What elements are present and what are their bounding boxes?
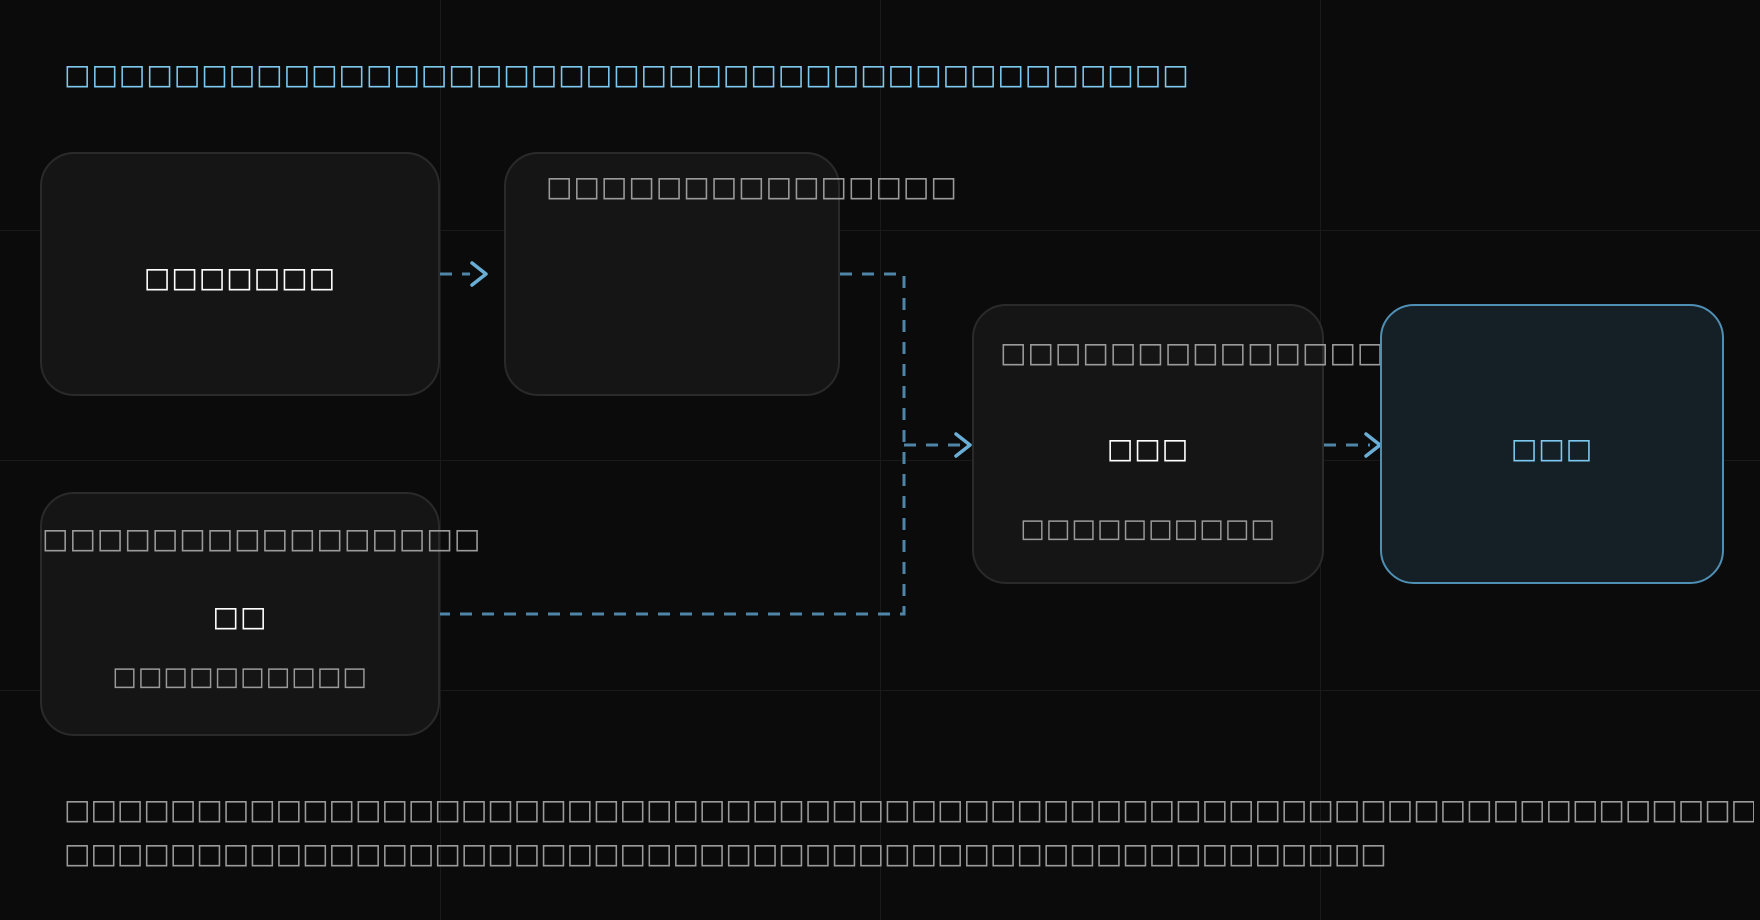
arrowhead-icon — [470, 261, 488, 287]
node-d-label: □□□ — [1106, 432, 1190, 465]
node-a-label: □□□□□□□ — [143, 261, 337, 294]
node-c-heading: □□□□□□□□□□□□□□□□ — [42, 522, 482, 555]
diagram-title: □□□□□□□□□□□□□□□□□□□□□□□□□□□□□□□□□□□□□□□□… — [64, 58, 1190, 91]
node-c[interactable]: □□□□□□□□□□□□□□□□ □□ □□□□□□□□□□ — [40, 492, 482, 736]
grid-line-horizontal — [0, 230, 1760, 231]
caption-line-2: □□□□□□□□□□□□□□□□□□□□□□□□□□□□□□□□□□□□□□□□… — [64, 837, 1387, 870]
connector-b-and-c-merge — [440, 272, 906, 616]
node-b-heading: □□□□□□□□□□□□□□□ — [546, 170, 958, 203]
node-c-label: □□ — [212, 600, 268, 633]
node-b[interactable]: □□□□□□□□□□□□□□□ — [504, 152, 957, 396]
node-c-sublabel: □□□□□□□□□□ — [112, 662, 368, 692]
grid-line-horizontal — [0, 460, 1760, 461]
diagram-caption: □□□□□□□□□□□□□□□□□□□□□□□□□□□□□□□□□□□□□□□□… — [64, 788, 1754, 876]
node-e-label: □□□ — [1510, 432, 1594, 465]
node-d[interactable]: □□□□□□□□□□□□□□□□□□□ □□□ □□□□□□□□□□ — [972, 304, 1521, 584]
arrowhead-icon — [954, 432, 972, 458]
node-d-sublabel: □□□□□□□□□□ — [1020, 514, 1276, 544]
node-a[interactable]: □□□□□□□ — [40, 152, 440, 396]
node-e-output[interactable]: □□□ — [1380, 304, 1724, 584]
caption-line-1: □□□□□□□□□□□□□□□□□□□□□□□□□□□□□□□□□□□□□□□□… — [64, 793, 1754, 826]
grid-line-horizontal — [0, 690, 1760, 691]
